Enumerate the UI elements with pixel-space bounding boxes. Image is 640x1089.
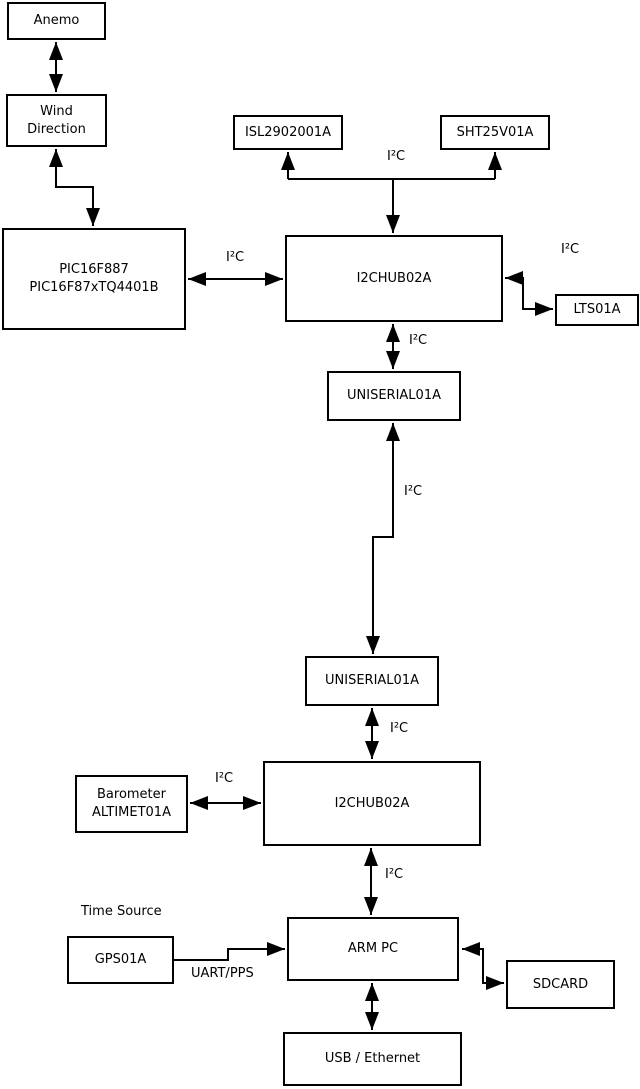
edge-label-i2c-junction: I²C: [387, 149, 406, 164]
node-lts: LTS01A: [555, 294, 639, 326]
edge-label-i2c-arm: I²C: [385, 867, 404, 882]
node-uniserial-bottom: UNISERIAL01A: [305, 656, 439, 706]
edge-label-i2c-uniserial-hub: I²C: [390, 721, 409, 736]
node-wind-direction-label: Wind Direction: [27, 103, 86, 137]
node-arm-pc-label: ARM PC: [347, 941, 399, 957]
edge-label-i2c-hub-uniserial: I²C: [409, 333, 428, 348]
node-uniserial-top-label: UNISERIAL01A: [347, 388, 441, 404]
edge-label-i2c-lts: I²C: [561, 242, 580, 257]
gps-caption-time-source: Time Source: [81, 904, 162, 919]
node-usb-ethernet-label: USB / Ethernet: [324, 1051, 421, 1067]
node-barometer: Barometer ALTIMET01A: [75, 775, 188, 833]
node-i2chub-top-label: I2CHUB02A: [356, 270, 432, 286]
node-anemo: Anemo: [7, 2, 106, 40]
node-usb-ethernet: USB / Ethernet: [283, 1032, 462, 1086]
node-pic: PIC16F887 PIC16F87xTQ4401B: [2, 228, 186, 330]
edge-gps-arm-pc: [174, 942, 285, 961]
node-sdcard: SDCARD: [506, 960, 615, 1009]
edge-label-i2c-pic-hub: I²C: [226, 250, 245, 265]
node-i2chub-top: I2CHUB02A: [285, 235, 503, 322]
node-uniserial-top: UNISERIAL01A: [327, 371, 461, 421]
node-gps: GPS01A: [67, 936, 174, 984]
node-isl: ISL2902001A: [233, 115, 343, 150]
node-pic-label: PIC16F887 PIC16F87xTQ4401B: [29, 262, 159, 295]
edge-i2chub-top-lts: [505, 271, 553, 316]
node-sdcard-label: SDCARD: [532, 976, 589, 992]
edge-label-i2c-barometer: I²C: [215, 771, 234, 786]
node-wind-direction: Wind Direction: [6, 94, 107, 147]
edge-label-i2c-uniserial-link: I²C: [404, 484, 423, 499]
node-arm-pc: ARM PC: [287, 917, 459, 981]
node-i2chub-bottom: I2CHUB02A: [263, 761, 481, 846]
node-isl-label: ISL2902001A: [244, 124, 332, 140]
node-sht: SHT25V01A: [440, 115, 550, 150]
node-gps-label: GPS01A: [94, 952, 147, 968]
node-barometer-label: Barometer ALTIMET01A: [92, 787, 171, 820]
node-lts-label: LTS01A: [573, 302, 621, 318]
node-uniserial-bottom-label: UNISERIAL01A: [325, 673, 419, 689]
node-i2chub-bottom-label: I2CHUB02A: [334, 795, 410, 811]
node-sht-label: SHT25V01A: [456, 124, 534, 140]
edge-arm-pc-sdcard: [462, 942, 504, 990]
edge-wind-direction-pic: [49, 149, 100, 226]
node-anemo-label: Anemo: [33, 13, 80, 29]
edge-uniserial-top-uniserial-bottom: [366, 423, 400, 654]
edge-label-uart-pps: UART/PPS: [191, 966, 254, 981]
